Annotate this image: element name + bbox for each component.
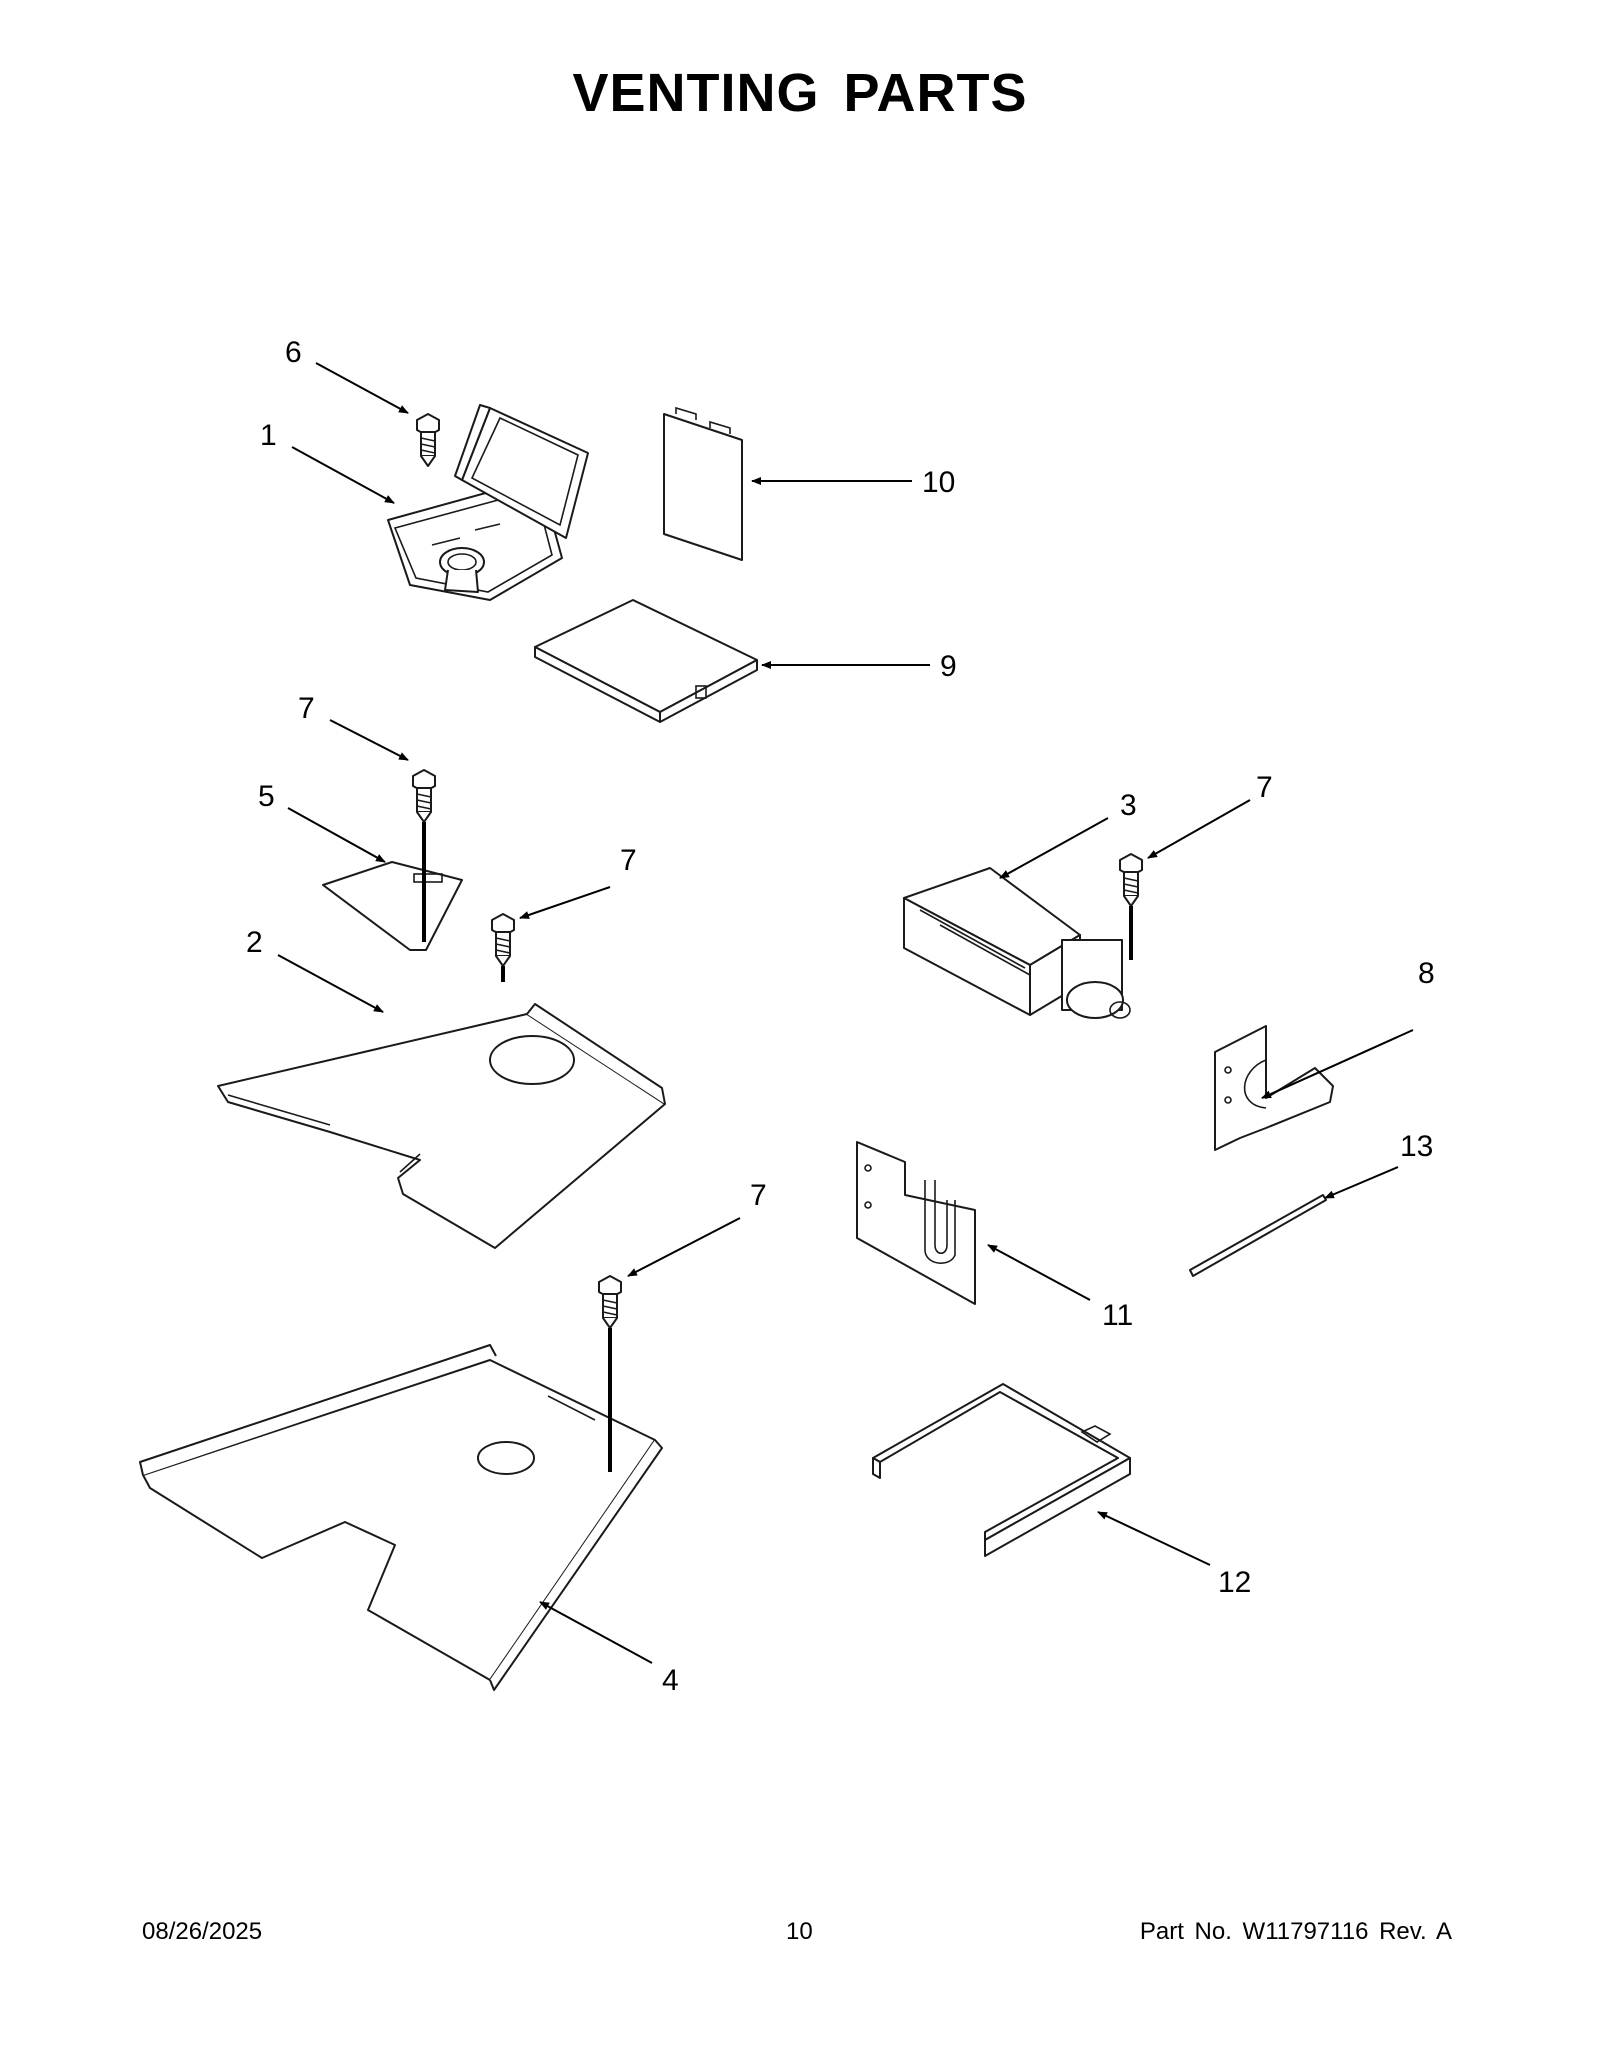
part-10-panel xyxy=(663,406,743,561)
screw-7c xyxy=(1119,853,1143,960)
callout-7b: 7 xyxy=(620,844,637,877)
part-1-vent-box xyxy=(387,404,589,601)
callout-8: 8 xyxy=(1418,957,1435,990)
callout-7a: 7 xyxy=(298,692,315,725)
footer-date: 08/26/2025 xyxy=(142,1918,263,1945)
part-13-rod xyxy=(1189,1194,1327,1277)
part-8-bracket xyxy=(1214,1025,1334,1151)
callout-9: 9 xyxy=(940,650,957,683)
callout-3: 3 xyxy=(1120,789,1137,822)
callout-11: 11 xyxy=(1102,1299,1133,1332)
leader-lines xyxy=(277,362,1414,1664)
callout-2: 2 xyxy=(246,926,263,959)
callout-7c: 7 xyxy=(1256,771,1273,804)
part-3-assembly xyxy=(903,867,1131,1019)
callout-10: 10 xyxy=(922,466,955,499)
callout-13: 13 xyxy=(1400,1130,1433,1163)
footer-part-number: Part No. W11797116 Rev. A xyxy=(1139,1918,1452,1945)
screw-7b xyxy=(491,913,515,982)
part-5-plate xyxy=(322,861,463,951)
part-2-shield xyxy=(217,1003,666,1249)
callout-5: 5 xyxy=(258,780,275,813)
callout-7d: 7 xyxy=(750,1179,767,1212)
screw-6 xyxy=(416,413,440,467)
callout-12: 12 xyxy=(1218,1566,1251,1599)
callout-4: 4 xyxy=(662,1664,679,1697)
screw-7d xyxy=(598,1275,622,1472)
callout-1: 1 xyxy=(260,419,277,452)
screw-7a xyxy=(412,769,436,942)
part-9-cover xyxy=(534,599,758,723)
part-4-base xyxy=(139,1344,663,1691)
footer-page-number: 10 xyxy=(786,1918,813,1945)
part-11-panel xyxy=(856,1141,976,1305)
page-title: VENTING PARTS xyxy=(572,63,1028,123)
callout-6: 6 xyxy=(285,336,302,369)
part-12-frame xyxy=(872,1383,1131,1557)
